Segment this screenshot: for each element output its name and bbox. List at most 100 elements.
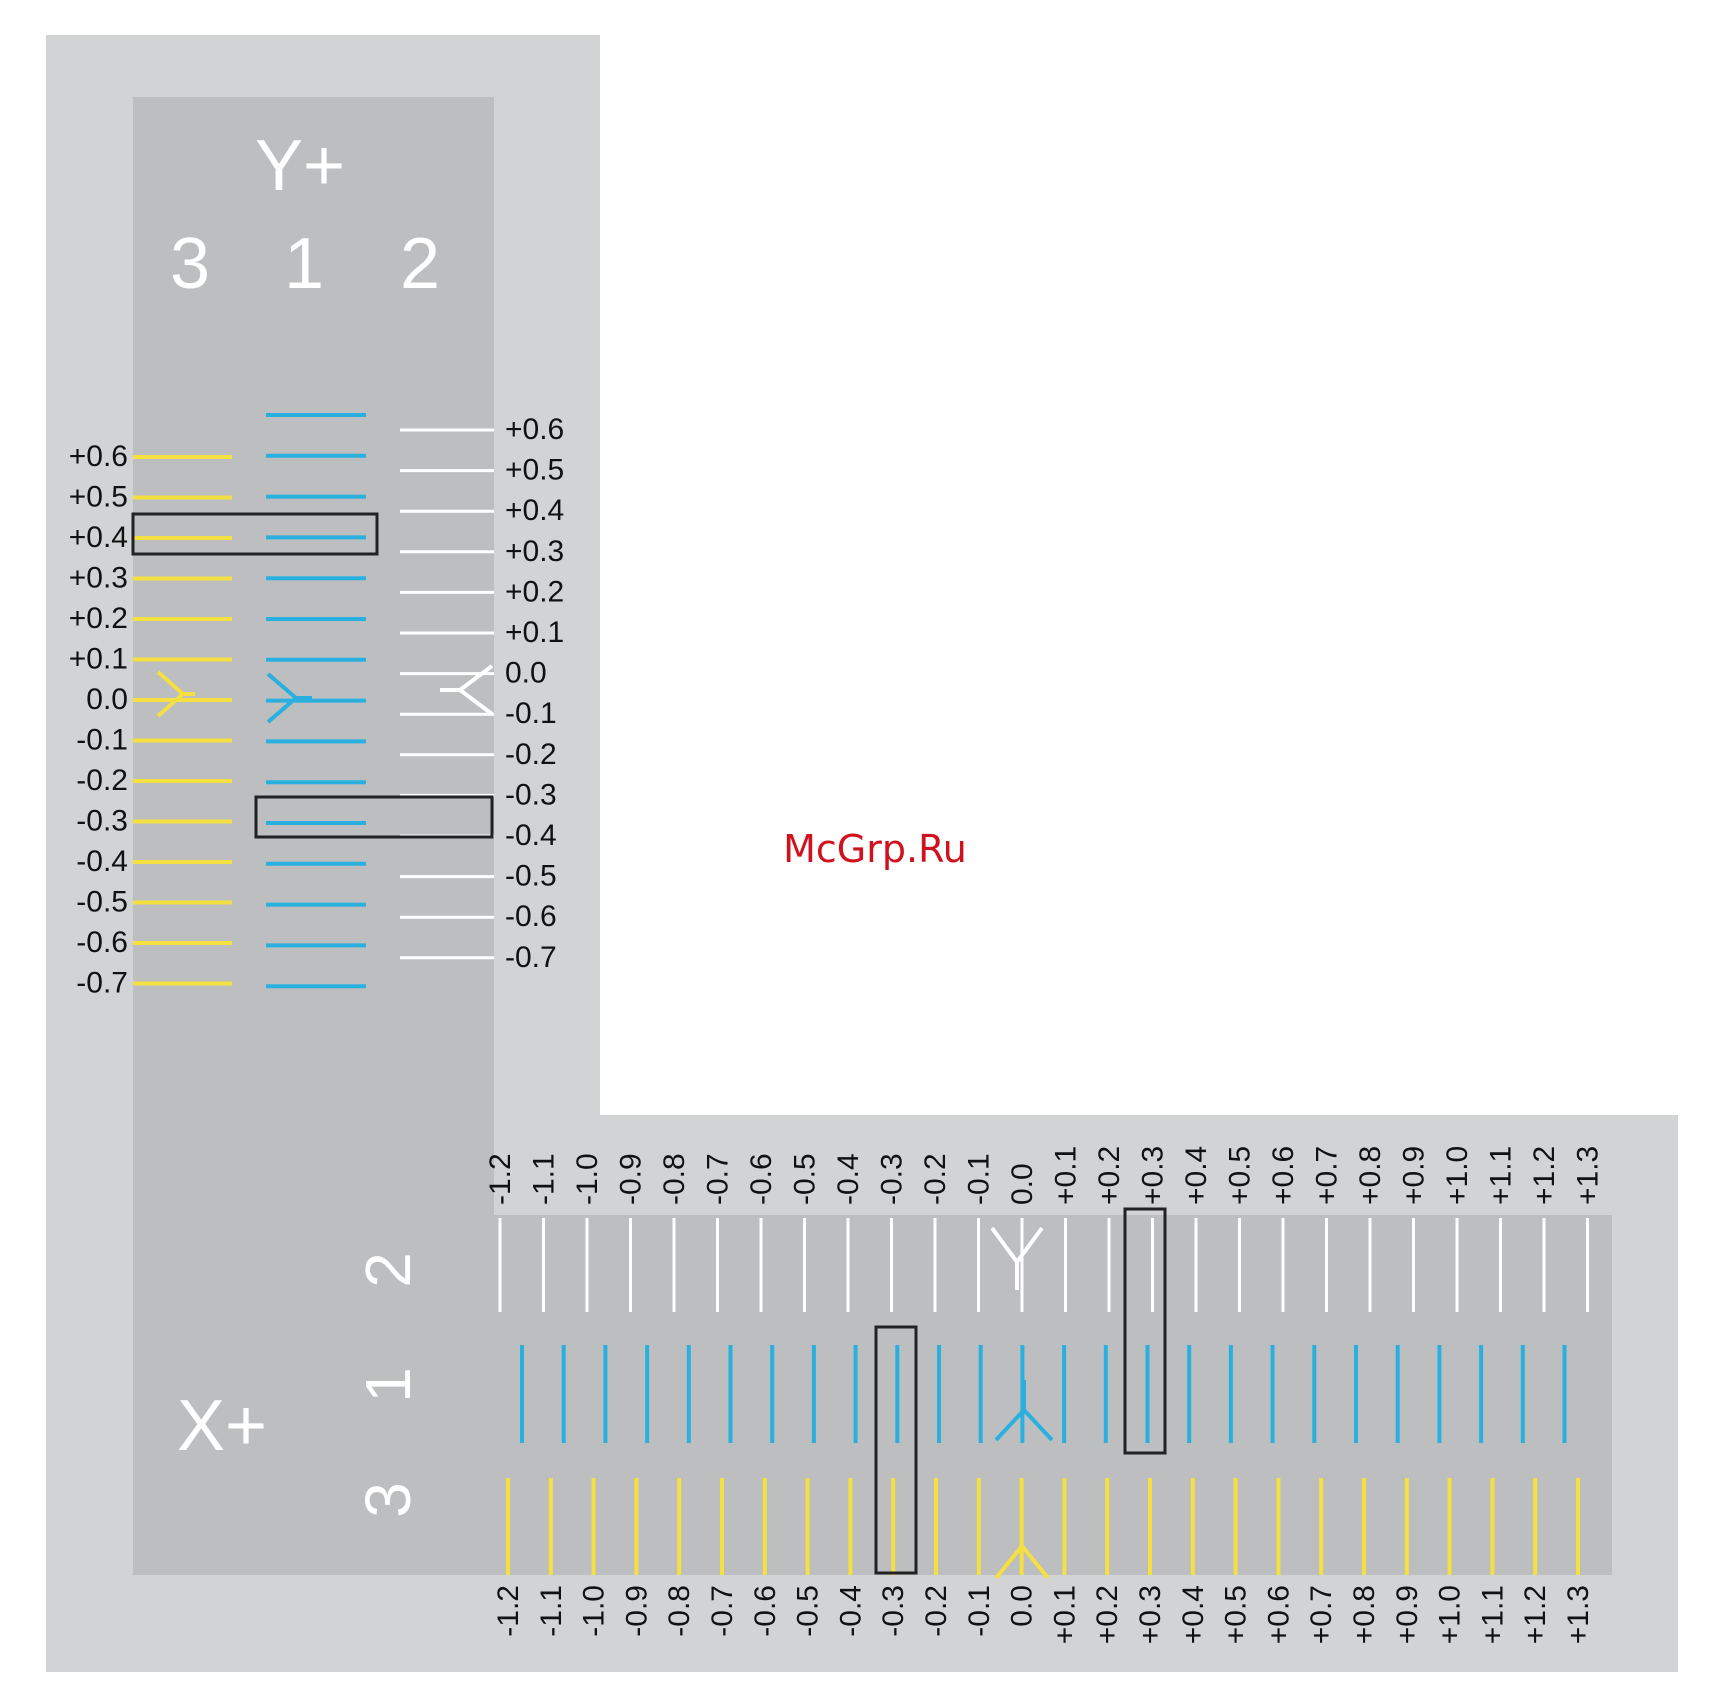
y-right-label: 0.0 bbox=[505, 657, 547, 690]
y-right-label: +0.3 bbox=[505, 535, 564, 568]
x-bottom-label: +0.4 bbox=[1177, 1585, 1210, 1644]
x-bottom-label: -1.1 bbox=[535, 1585, 568, 1637]
y-left-label: -0.3 bbox=[76, 805, 128, 838]
x-top-label: -0.6 bbox=[745, 1153, 778, 1205]
x-bottom-label: -0.9 bbox=[620, 1585, 653, 1637]
y-yellow-lines bbox=[133, 455, 232, 986]
x-bottom-label: +0.2 bbox=[1091, 1585, 1124, 1644]
x-top-label: -1.0 bbox=[571, 1153, 604, 1205]
x-bottom-label: -0.3 bbox=[877, 1585, 910, 1637]
x-top-label: -0.1 bbox=[963, 1153, 996, 1205]
y-left-label: -0.4 bbox=[76, 845, 128, 878]
x-bottom-label: -0.2 bbox=[920, 1585, 953, 1637]
x-bottom-label: +1.3 bbox=[1562, 1585, 1595, 1644]
x-row-number-1: 1 bbox=[352, 1367, 424, 1403]
x-bottom-label: -0.4 bbox=[834, 1585, 867, 1637]
x-top-label: 0.0 bbox=[1006, 1163, 1039, 1205]
y-left-label: -0.5 bbox=[76, 886, 128, 919]
x-top-label: -0.3 bbox=[876, 1153, 909, 1205]
x-top-label: +0.8 bbox=[1354, 1146, 1387, 1205]
x-top-labels: -1.2-1.1-1.0-0.9-0.8-0.7-0.6-0.5-0.4-0.3… bbox=[484, 1146, 1605, 1205]
x-bottom-label: +0.8 bbox=[1348, 1585, 1381, 1644]
y-right-label: -0.4 bbox=[505, 819, 557, 852]
y-axis-label: Y+ bbox=[255, 126, 345, 206]
y-right-label: +0.2 bbox=[505, 575, 564, 608]
y-right-label: -0.3 bbox=[505, 778, 557, 811]
x-bottom-label: -1.2 bbox=[492, 1585, 525, 1637]
y-left-label: +0.5 bbox=[69, 481, 128, 514]
x-top-label: -0.5 bbox=[789, 1153, 822, 1205]
y-right-label: -0.6 bbox=[505, 900, 557, 933]
x-blue-lines bbox=[520, 1345, 1567, 1443]
y-left-label: +0.6 bbox=[69, 440, 128, 473]
y-col1-zero-marker bbox=[266, 672, 312, 724]
x-bottom-label: -0.1 bbox=[963, 1585, 996, 1637]
x-top-label: -0.2 bbox=[919, 1153, 952, 1205]
x-bottom-label: +1.2 bbox=[1519, 1585, 1552, 1644]
y-left-label: 0.0 bbox=[86, 683, 128, 716]
y-col2-zero-marker bbox=[440, 664, 494, 716]
x-top-label: -0.9 bbox=[615, 1153, 648, 1205]
x-top-label: +0.2 bbox=[1093, 1146, 1126, 1205]
y-column-number-2: 2 bbox=[400, 224, 440, 304]
x-white-lines bbox=[498, 1218, 1589, 1312]
x-bottom-label: -0.7 bbox=[706, 1585, 739, 1637]
x-top-label: +0.6 bbox=[1267, 1146, 1300, 1205]
y-right-labels: +0.6 +0.5 +0.4 +0.3 +0.2 +0.1 0.0 -0.1 -0.2 -0.3 -… bbox=[505, 413, 564, 974]
y-right-label: +0.4 bbox=[505, 494, 564, 527]
y-left-labels: +0.6 +0.5 +0.4 +0.3 +0.2 +0.1 0.0 -0.1 -0.2 -0.3 -… bbox=[69, 440, 128, 1000]
y-right-label: -0.5 bbox=[505, 860, 557, 893]
x-top-label: -0.8 bbox=[658, 1153, 691, 1205]
y-highlight-box-col3-col1 bbox=[131, 512, 379, 556]
x-row1-zero-marker bbox=[994, 1380, 1054, 1442]
y-left-label: -0.6 bbox=[76, 926, 128, 959]
x-panel-inner bbox=[494, 1215, 1612, 1575]
x-yellow-lines bbox=[506, 1478, 1580, 1575]
x-top-label: +0.4 bbox=[1180, 1146, 1213, 1205]
y-right-label: +0.6 bbox=[505, 413, 564, 446]
x-bottom-label: 0.0 bbox=[1006, 1585, 1039, 1627]
y-left-label: -0.1 bbox=[76, 724, 128, 757]
x-top-label: +0.1 bbox=[1050, 1146, 1083, 1205]
x-top-label: +1.2 bbox=[1528, 1146, 1561, 1205]
y-left-label: -0.7 bbox=[76, 967, 128, 1000]
x-top-label: -0.4 bbox=[832, 1153, 865, 1205]
x-top-label: -1.2 bbox=[484, 1153, 517, 1205]
y-right-label: +0.5 bbox=[505, 454, 564, 487]
y-blue-lines bbox=[266, 413, 366, 989]
y-left-label: +0.2 bbox=[69, 602, 128, 635]
x-top-label: +0.9 bbox=[1398, 1146, 1431, 1205]
x-bottom-label: -0.6 bbox=[749, 1585, 782, 1637]
y-right-label: -0.2 bbox=[505, 738, 557, 771]
x-bottom-label: +0.9 bbox=[1391, 1585, 1424, 1644]
x-bottom-label: +0.5 bbox=[1220, 1585, 1253, 1644]
x-bottom-label: +1.0 bbox=[1434, 1585, 1467, 1644]
x-top-label: -0.7 bbox=[702, 1153, 735, 1205]
watermark: McGrp.Ru bbox=[783, 827, 967, 871]
x-top-label: +1.1 bbox=[1485, 1146, 1518, 1205]
y-col3-zero-marker bbox=[156, 670, 195, 718]
x-highlight-box-row1-row3 bbox=[874, 1325, 918, 1575]
x-bottom-label: +0.3 bbox=[1134, 1585, 1167, 1644]
y-column-number-3: 3 bbox=[170, 224, 210, 304]
x-bottom-labels: -1.2-1.1-1.0-0.9-0.8-0.7-0.6-0.5-0.4-0.3… bbox=[492, 1585, 1595, 1644]
x-bottom-label: +0.7 bbox=[1305, 1585, 1338, 1644]
y-right-label: +0.1 bbox=[505, 616, 564, 649]
x-row2-zero-marker bbox=[990, 1226, 1044, 1290]
x-bottom-label: -0.8 bbox=[663, 1585, 696, 1637]
x-top-label: +0.7 bbox=[1311, 1146, 1344, 1205]
x-row-number-3: 3 bbox=[352, 1482, 424, 1518]
y-left-label: +0.3 bbox=[69, 562, 128, 595]
x-row-number-2: 2 bbox=[352, 1252, 424, 1288]
x-row3-zero-marker bbox=[994, 1542, 1050, 1580]
y-left-label: +0.4 bbox=[69, 521, 128, 554]
x-bottom-label: +1.1 bbox=[1476, 1585, 1509, 1644]
y-highlight-box-col1-col2 bbox=[254, 795, 494, 839]
x-top-label: +0.5 bbox=[1224, 1146, 1257, 1205]
x-top-label: +0.3 bbox=[1137, 1146, 1170, 1205]
y-left-label: -0.2 bbox=[76, 764, 128, 797]
y-left-label: +0.1 bbox=[69, 643, 128, 676]
y-right-label: -0.1 bbox=[505, 697, 557, 730]
